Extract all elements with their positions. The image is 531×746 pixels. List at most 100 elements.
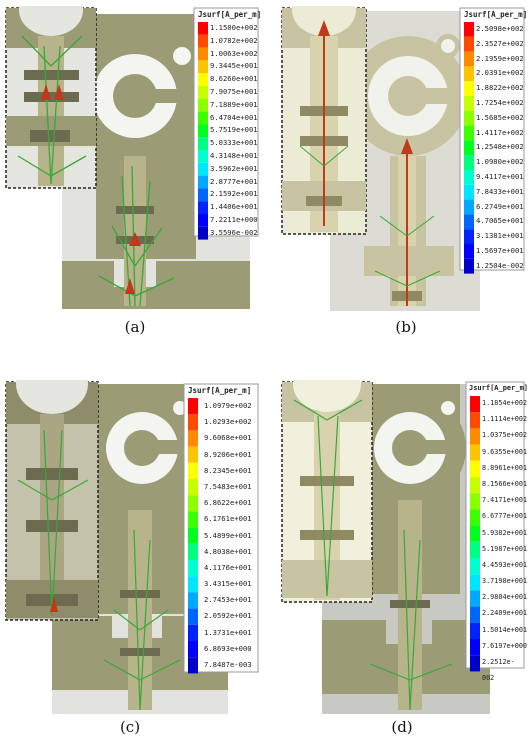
legend-title-b: Jsurf[A_per_m] [464, 10, 528, 19]
colorbar-swatch [464, 184, 474, 200]
legend-value: 7.6197e+000 [482, 641, 528, 650]
legend-value: 8.1566e+001 [482, 479, 528, 488]
colorbar-swatch [198, 150, 208, 163]
legend-value: 9.6068e+001 [204, 433, 252, 443]
legend-value: 2.0592e+001 [204, 611, 252, 621]
legend-value: 1.1854e+002 [482, 399, 528, 407]
colorbar-swatch [470, 606, 480, 623]
caption-c: (c) [119, 718, 141, 736]
legend-value: 3.7198e+001 [482, 577, 528, 586]
legend-value: 1.1114e+002 [482, 415, 528, 424]
colorbar-swatch [470, 396, 480, 413]
legend-value: 6.8622e+001 [204, 498, 252, 508]
legend-value: 3.1381e+001 [476, 231, 524, 241]
legend-value: 3.5596e-002 [210, 227, 258, 237]
colorbar-swatch [470, 460, 480, 477]
legend-value: 5.9382e+001 [482, 528, 528, 537]
colorbar-swatch [198, 111, 208, 125]
legend-value: 1.3731e+001 [204, 627, 252, 637]
legend-value: 2.9804e+001 [482, 593, 528, 602]
colorbar-swatch [198, 226, 208, 240]
colorbar-swatch [188, 398, 198, 415]
colorbar-swatch [470, 444, 480, 461]
legend-value: 4.8038e+001 [204, 546, 252, 556]
legend-value: 6.8693e+000 [204, 643, 252, 653]
colorbar-swatch [188, 462, 198, 479]
legend-value: 1.0375e+002 [482, 431, 528, 440]
colorbar-swatch [198, 98, 208, 112]
colorbar-swatch [198, 86, 208, 99]
legend-value: 1.4406e+001 [210, 202, 258, 212]
colorbar-swatch [188, 414, 198, 431]
colorbar-swatch [188, 608, 198, 625]
field-plot-b [280, 6, 527, 312]
legend-value: 2.1592e+001 [210, 189, 258, 199]
colorbar-swatch [198, 137, 208, 150]
colorbar-swatch [198, 73, 208, 86]
colorbar-swatch [470, 639, 480, 656]
legend-title-d: Jsurf[A_per_m] [469, 384, 529, 392]
colorbar-swatch [470, 541, 480, 558]
legend-value: 2.2512e-002 [482, 658, 515, 683]
legend-value: 1.5014e+001 [482, 625, 528, 634]
legend-value: 1.2548e+002 [476, 142, 524, 152]
legend-value: 2.7453e+001 [204, 595, 252, 605]
legend-value: 1.5685e+002 [476, 112, 524, 122]
legend-value: 4.7065e+001 [476, 216, 524, 226]
legend-title-a: Jsurf[A_per_m] [198, 10, 262, 19]
legend-value: 2.1959e+002 [476, 53, 524, 63]
colorbar-swatch [198, 22, 208, 35]
colorbar-swatch [464, 66, 474, 82]
colorbar-swatch [198, 47, 208, 61]
colorbar-swatch [464, 258, 474, 274]
legend-value: 2.5098e+002 [476, 24, 524, 33]
colorbar-swatch [464, 199, 474, 215]
colorbar-swatch [198, 188, 208, 202]
colorbar-swatch [464, 244, 474, 259]
legend-value: 1.1500e+002 [210, 23, 258, 32]
legend-value: 2.3527e+002 [476, 38, 524, 48]
colorbar-swatch [188, 641, 198, 658]
legend-value: 7.8487e-003 [204, 660, 252, 669]
colorbar-swatch [464, 110, 474, 126]
legend-value: 3.5962e+001 [210, 163, 258, 173]
legend-value: 9.6355e+001 [482, 447, 528, 456]
legend-value: 9.3445e+001 [210, 61, 258, 71]
colorbar-swatch [470, 558, 480, 575]
caption-b: (b) [395, 318, 417, 336]
figure-panel-d: Jsurf[A_per_m] 1.1854e+002 1.1114e+002 1.0… [280, 380, 529, 736]
colorbar-swatch [470, 412, 480, 429]
colorbar-swatch [188, 527, 198, 544]
legend-value: 9.4117e+001 [476, 171, 524, 181]
colorbar-swatch [198, 124, 208, 138]
legend-value: 2.0391e+002 [476, 68, 524, 78]
legend-value: 6.2749e+001 [476, 201, 524, 211]
legend-title-c: Jsurf[A_per_m] [188, 386, 252, 395]
legend-value: 3.4315e+001 [204, 579, 252, 589]
colorbar-swatch [198, 162, 208, 176]
colorbar-swatch [464, 22, 474, 37]
legend-value: 8.9206e+001 [204, 449, 252, 459]
legend-value: 4.3148e+001 [210, 150, 258, 160]
legend-value: 1.4117e+002 [476, 127, 524, 137]
legend-b: Jsurf[A_per_m] 2.5098e+002 2.3527e+002 2.1… [462, 10, 528, 274]
legend-value: 7.9075e+001 [210, 86, 258, 96]
legend-value: 7.5483e+001 [204, 481, 252, 491]
colorbar-swatch [188, 657, 198, 674]
colorbar-swatch [198, 201, 208, 214]
colorbar-swatch [464, 170, 474, 185]
legend-value: 1.0063e+002 [210, 48, 258, 58]
colorbar-swatch [188, 495, 198, 512]
field-plot-c [4, 380, 262, 716]
legend-value: 1.2504e-002 [476, 260, 524, 270]
legend-value: 5.7519e+001 [210, 125, 258, 135]
legend-value: 1.0980e+002 [476, 157, 524, 167]
colorbar-swatch [464, 229, 474, 244]
colorbar-swatch [464, 214, 474, 230]
legend-value: 7.4171e+001 [482, 496, 528, 505]
colorbar-swatch [470, 622, 480, 639]
